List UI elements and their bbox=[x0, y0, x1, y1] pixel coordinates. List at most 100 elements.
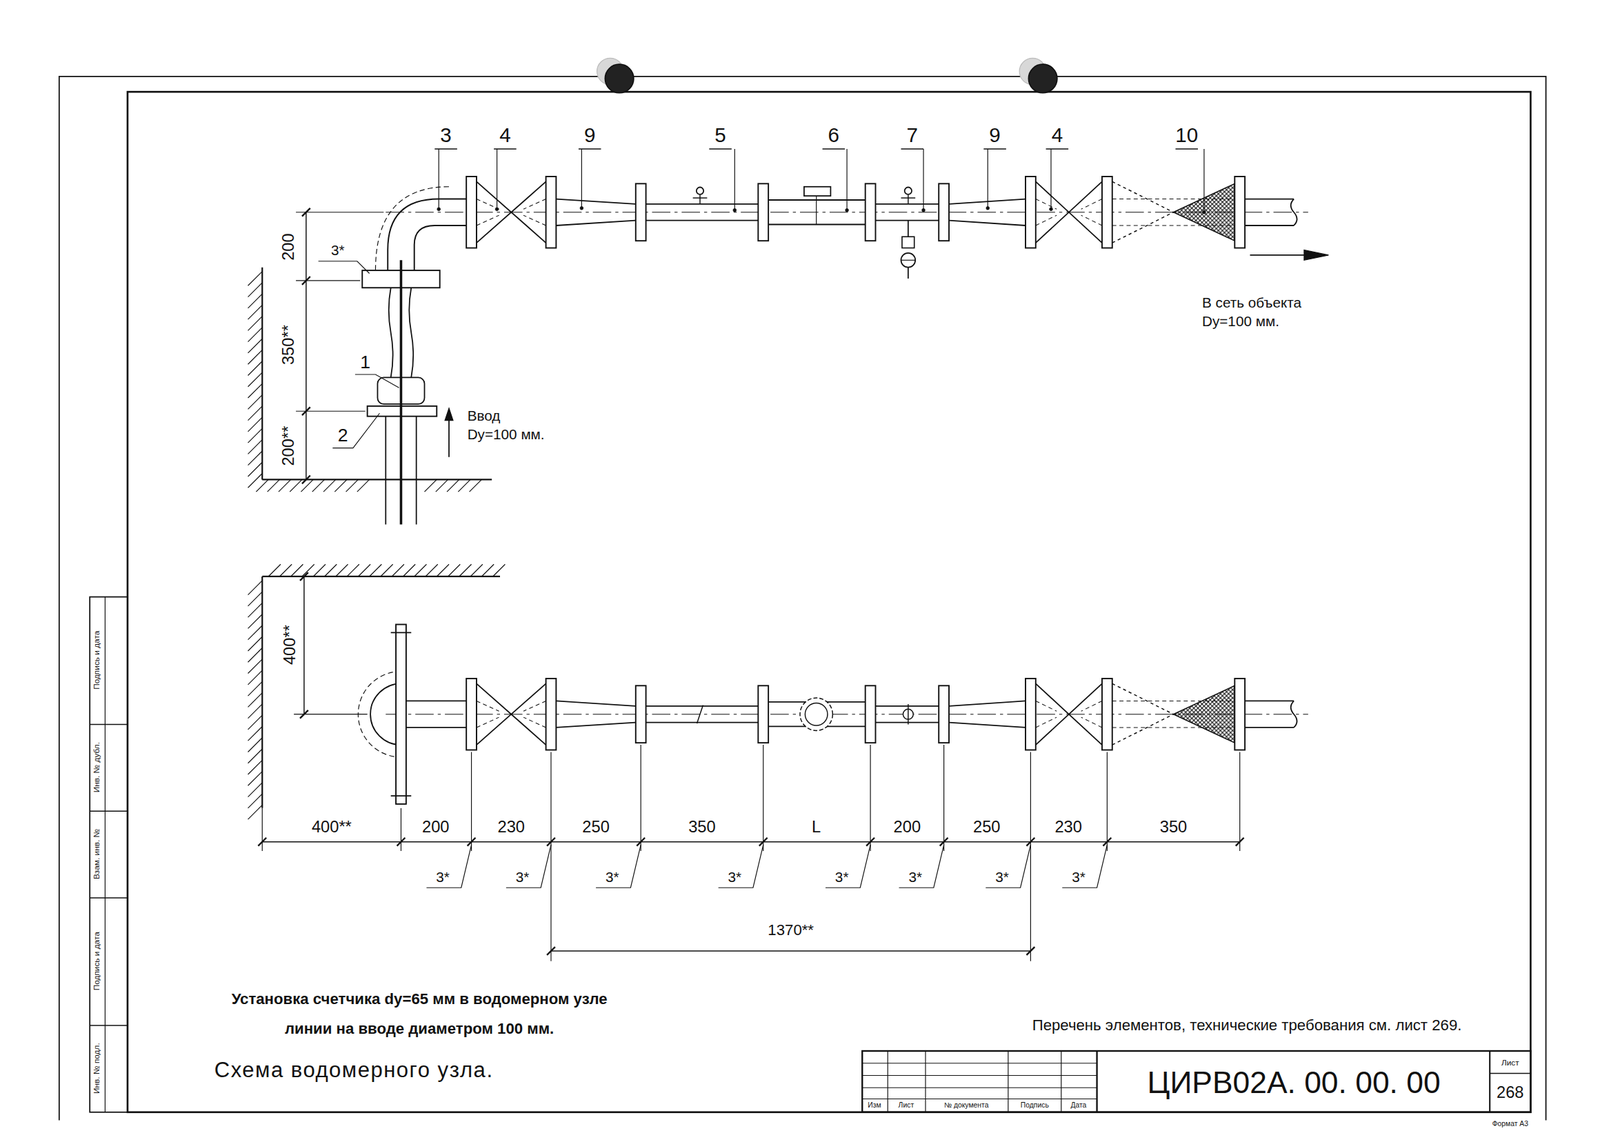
dimension-tick bbox=[1235, 837, 1245, 847]
valve-hidden bbox=[1035, 199, 1057, 210]
dimension-tick bbox=[546, 946, 556, 956]
wall-hatch bbox=[369, 564, 383, 577]
wall-hatch bbox=[481, 564, 494, 577]
pipe-section bbox=[646, 722, 759, 724]
leader-line bbox=[708, 148, 732, 149]
dimension-tick bbox=[636, 837, 645, 847]
extension-line bbox=[1030, 851, 1032, 962]
wall-hatch bbox=[248, 760, 263, 775]
wall-hatch bbox=[248, 804, 263, 820]
dimension-text: 200 bbox=[422, 817, 450, 838]
filter-body bbox=[1112, 726, 1236, 728]
valve-hidden bbox=[1081, 199, 1103, 210]
callout-number: 9 bbox=[584, 122, 596, 149]
flange bbox=[865, 685, 876, 743]
flow-note: Ввод Dy=100 мм. bbox=[467, 407, 549, 444]
reducer bbox=[555, 700, 636, 706]
wall-hatch bbox=[248, 681, 263, 696]
callout-number: 3* bbox=[995, 868, 1009, 887]
dimension-tick bbox=[302, 208, 311, 217]
gate-valve bbox=[476, 683, 547, 745]
leader-line bbox=[734, 148, 736, 211]
wall-hatch bbox=[380, 564, 394, 577]
reducer bbox=[948, 199, 1026, 205]
floor-hatch bbox=[312, 479, 325, 492]
stamp-text: Взам. инв. № bbox=[91, 828, 103, 880]
dimension-tick bbox=[300, 710, 309, 719]
stamp-divider bbox=[104, 597, 106, 1113]
pipe-break bbox=[1291, 199, 1298, 226]
dimension-text: 200 bbox=[278, 233, 300, 261]
flange bbox=[635, 685, 647, 743]
wall-hatch bbox=[335, 564, 349, 577]
flange bbox=[1234, 176, 1245, 249]
title-grid bbox=[1489, 1073, 1531, 1074]
wall-hatch bbox=[248, 350, 263, 365]
wall-hatch bbox=[302, 564, 315, 577]
callout-number: 4 bbox=[499, 122, 511, 149]
tie-rod bbox=[400, 260, 403, 525]
title-grid bbox=[924, 1051, 926, 1113]
reducer bbox=[948, 220, 1026, 226]
meter-register bbox=[800, 697, 833, 731]
extension-line bbox=[1030, 751, 1032, 852]
drain-valve bbox=[907, 267, 909, 279]
wall-hatch bbox=[279, 564, 292, 577]
small-valve bbox=[904, 187, 912, 195]
dimension-tick bbox=[546, 837, 556, 847]
drain-valve bbox=[900, 260, 916, 261]
dimension-text: 250 bbox=[582, 817, 610, 838]
leader-line bbox=[496, 148, 498, 209]
title-grid bbox=[862, 1062, 1097, 1064]
wall-hatch bbox=[493, 564, 506, 577]
pipe-spool bbox=[408, 287, 414, 378]
floor-hatch bbox=[424, 479, 438, 492]
drawing-pin bbox=[604, 64, 634, 93]
leader-line bbox=[1050, 148, 1052, 209]
water-meter-body bbox=[768, 224, 866, 226]
wall-hatch bbox=[402, 564, 416, 577]
extension-line bbox=[262, 808, 263, 852]
flange bbox=[757, 183, 769, 241]
wall-hatch bbox=[248, 372, 263, 387]
flange bbox=[466, 678, 477, 751]
flange bbox=[1234, 678, 1245, 751]
wall-hatch bbox=[248, 670, 263, 685]
callout-number: 3 bbox=[440, 122, 452, 149]
inner-frame bbox=[127, 91, 1531, 1113]
valve-hidden bbox=[1081, 717, 1103, 728]
flow-note: В сеть объекта Dy=100 мм. bbox=[1202, 294, 1325, 331]
wall-hatch bbox=[313, 564, 326, 577]
leader-line bbox=[718, 844, 764, 888]
callout-number: 3* bbox=[435, 868, 450, 887]
meter-line bbox=[815, 195, 817, 225]
extension-line bbox=[550, 751, 552, 852]
wall-hatch bbox=[414, 564, 427, 577]
pipe-section bbox=[646, 220, 759, 222]
dimension-tick bbox=[1102, 837, 1112, 847]
dimension-text: 200** bbox=[278, 426, 300, 467]
leader-dot bbox=[1049, 207, 1054, 212]
floor-line bbox=[262, 478, 492, 480]
stamp-divider bbox=[89, 897, 128, 898]
dimension-tick bbox=[300, 572, 309, 581]
wall-hatch bbox=[248, 304, 263, 320]
floor-hatch bbox=[255, 479, 269, 492]
bolt bbox=[391, 631, 412, 634]
wall-hatch bbox=[248, 271, 263, 287]
wall-hatch bbox=[436, 564, 449, 577]
leader-line bbox=[355, 374, 400, 388]
drawing-pin bbox=[1028, 64, 1057, 93]
stamp-divider bbox=[89, 1024, 128, 1026]
dimension-text: 250 bbox=[973, 817, 1001, 838]
leader-dot bbox=[986, 206, 990, 210]
meter-register bbox=[804, 702, 828, 726]
pipe-break bbox=[1291, 700, 1298, 727]
flow-arrowhead bbox=[1304, 250, 1329, 261]
wall-hatch bbox=[248, 737, 263, 753]
gate-valve bbox=[476, 181, 547, 243]
outlet-pipe bbox=[1244, 224, 1294, 227]
leader-line bbox=[1175, 148, 1198, 149]
wall-hatch bbox=[248, 406, 263, 421]
leader-line bbox=[332, 413, 380, 448]
